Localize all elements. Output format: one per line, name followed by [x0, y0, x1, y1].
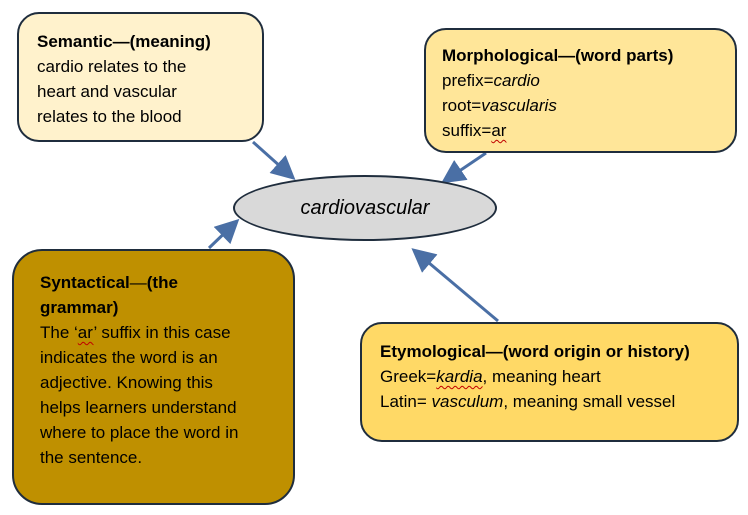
greek-term: kardia — [436, 367, 483, 386]
etymological-box: Etymological—(word origin or history) Gr… — [360, 322, 739, 442]
center-label: cardiovascular — [300, 196, 430, 219]
syntactical-line: indicates the word is an — [40, 348, 218, 367]
morphological-title: Morphological—(word parts) — [442, 46, 674, 65]
morphological-box: Morphological—(word parts) prefix=cardio… — [424, 28, 737, 153]
suffix-label: suffix= — [442, 121, 492, 140]
root-line: root=vascularis — [442, 93, 723, 118]
syntactical-box: Syntactical—(the grammar) The ‘ar’ suffi… — [12, 249, 295, 505]
semantic-line: cardio relates to the — [37, 57, 187, 76]
semantic-title: Semantic—(meaning) — [37, 32, 211, 51]
arrow-syntactical-to-center — [207, 218, 240, 250]
syntactical-title: Syntactical—(the — [40, 273, 178, 292]
latin-term: vasculum — [431, 392, 504, 411]
arrow-semantic-to-center — [251, 140, 296, 181]
arrow-etymological-to-center — [411, 248, 499, 323]
syntactical-line: the sentence. — [40, 448, 143, 467]
etymological-title: Etymological—(word origin or history) — [380, 342, 690, 361]
semantic-line: heart and vascular — [37, 82, 177, 101]
greek-line: Greek=kardia, meaning heart — [380, 367, 601, 386]
center-ellipse: cardiovascular — [233, 175, 497, 241]
prefix-value: cardio — [493, 71, 540, 90]
syntactical-line: where to place the word in — [40, 423, 239, 442]
suffix-value: ar — [491, 121, 507, 140]
syntactical-line: helps learners understand — [40, 398, 237, 417]
arrow-morphological-to-center — [441, 151, 487, 184]
syntactical-line: The ‘ar’ suffix in this case — [40, 323, 231, 342]
prefix-label: prefix= — [442, 71, 494, 90]
latin-line: Latin= vasculum, meaning small vessel — [380, 392, 676, 411]
suffix-line: suffix=ar — [442, 118, 723, 143]
root-value: vascularis — [481, 96, 557, 115]
suffix-term: ar — [77, 323, 94, 342]
root-label: root= — [442, 96, 482, 115]
syntactical-title-line2: grammar) — [40, 298, 119, 317]
semantic-line: relates to the blood — [37, 107, 182, 126]
syntactical-line: adjective. Knowing this — [40, 373, 213, 392]
prefix-line: prefix=cardio — [442, 68, 723, 93]
semantic-box: Semantic—(meaning) cardio relates to the… — [17, 12, 264, 142]
